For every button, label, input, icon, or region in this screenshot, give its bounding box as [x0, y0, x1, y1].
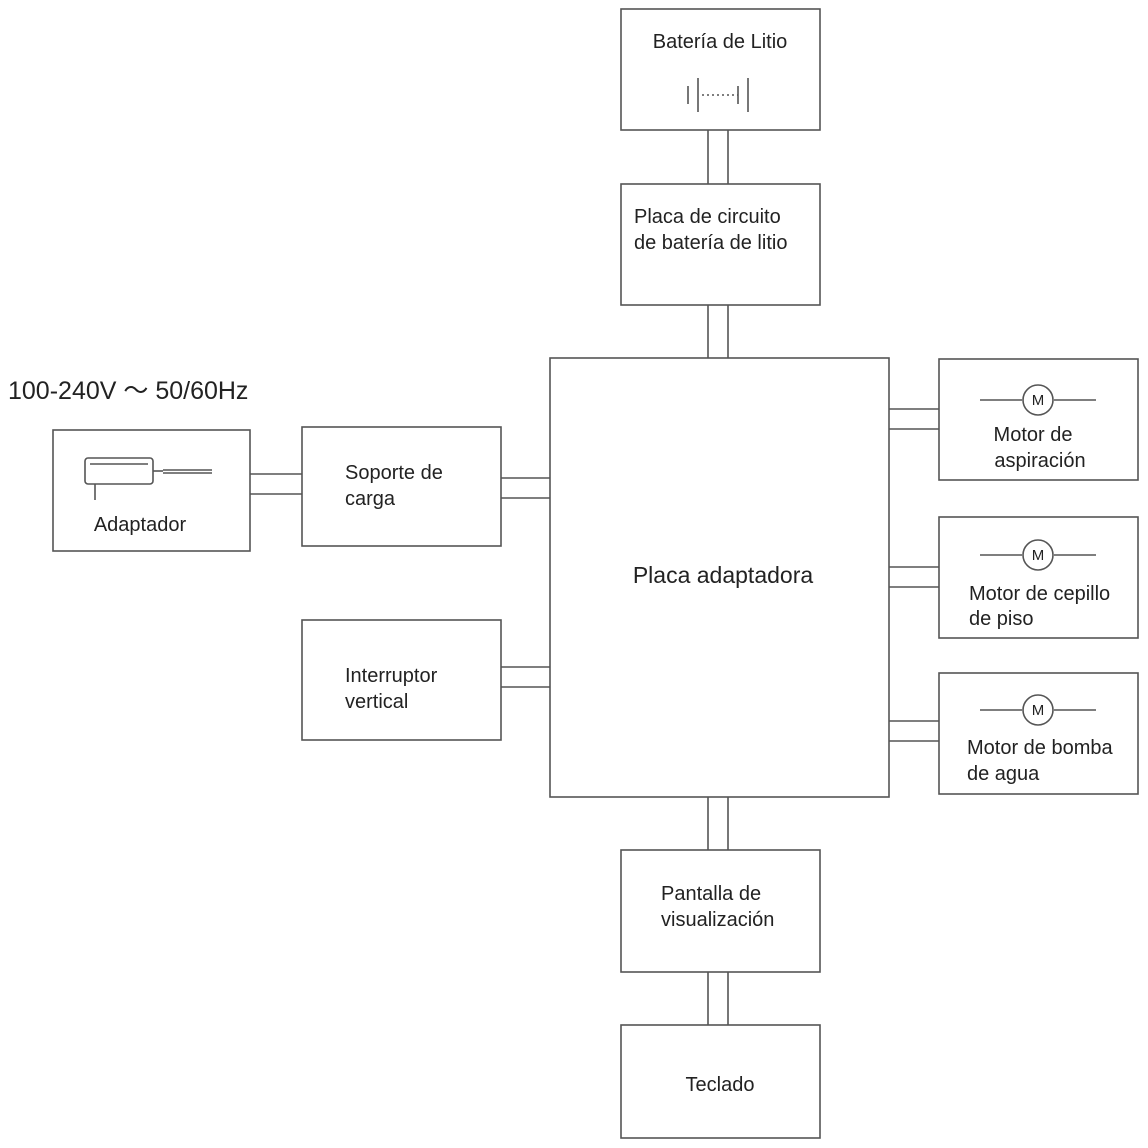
- wire-adapter-board-to-display: [707, 797, 729, 850]
- battery-board-block: Placa de circuito de batería de litio: [620, 183, 821, 306]
- charging-dock-label-line1: Soporte de: [345, 462, 443, 484]
- wire-adapter-board-to-pump-motor: [889, 720, 939, 742]
- pump-motor-label-line1: Motor de bomba: [967, 737, 1114, 759]
- adapter-label: Adaptador: [94, 514, 187, 536]
- suction-motor-label-line2: aspiración: [994, 450, 1085, 472]
- motor-symbol-letter: M: [1032, 702, 1045, 719]
- wire-battery-board-to-adapter-board: [707, 305, 729, 358]
- display-label-line2: visualización: [661, 909, 774, 931]
- connections: [250, 130, 939, 1025]
- adapter-block: Adaptador: [52, 429, 251, 552]
- brush-motor-block: M Motor de cepillo de piso: [938, 516, 1139, 639]
- pump-motor-label-line2: de agua: [967, 763, 1040, 785]
- pump-motor-block: M Motor de bomba de agua: [938, 672, 1139, 795]
- motor-symbol-icon: M: [980, 384, 1096, 416]
- suction-motor-label-line1: Motor de: [994, 424, 1073, 446]
- wire-charging-dock-to-adapter-board: [501, 477, 550, 499]
- motor-symbol-icon: M: [980, 694, 1096, 726]
- wire-adapter-board-to-brush-motor: [889, 566, 939, 588]
- display-label-line1: Pantalla de: [661, 883, 761, 905]
- battery-symbol-icon: [687, 78, 749, 112]
- battery-label: Batería de Litio: [653, 31, 788, 53]
- wire-display-to-keyboard: [707, 972, 729, 1025]
- wire-vertical-switch-to-adapter-board: [501, 666, 550, 688]
- vertical-switch-label-line1: Interruptor: [345, 665, 438, 687]
- charging-dock-block: Soporte de carga: [301, 426, 502, 547]
- adapter-board-label: Placa adaptadora: [633, 562, 814, 588]
- battery-board-label-line2: de batería de litio: [634, 232, 787, 254]
- keyboard-label: Teclado: [686, 1074, 755, 1096]
- brush-motor-label-line2: de piso: [969, 608, 1034, 630]
- suction-motor-block: M Motor de aspiración: [938, 358, 1139, 481]
- wire-adapter-board-to-suction-motor: [889, 408, 939, 430]
- battery-block: Batería de Litio: [620, 8, 821, 131]
- battery-board-label-line1: Placa de circuito: [634, 206, 781, 228]
- keyboard-block: Teclado: [620, 1024, 821, 1139]
- motor-symbol-icon: M: [980, 539, 1096, 571]
- display-block: Pantalla de visualización: [620, 849, 821, 973]
- vertical-switch-block: Interruptor vertical: [301, 619, 502, 741]
- vertical-switch-label-line2: vertical: [345, 691, 408, 713]
- wire-adapter-to-charging-dock: [250, 473, 302, 495]
- wire-battery-to-battery-board: [707, 130, 729, 184]
- motor-symbol-letter: M: [1032, 392, 1045, 409]
- motor-symbol-letter: M: [1032, 547, 1045, 564]
- power-adapter-icon: [84, 457, 212, 500]
- adapter-board-block: Placa adaptadora: [549, 357, 890, 798]
- power-supply-label: 100-240V ～ 50/60Hz: [8, 377, 248, 405]
- charging-dock-label-line2: carga: [345, 488, 396, 510]
- brush-motor-label-line1: Motor de cepillo: [969, 583, 1110, 605]
